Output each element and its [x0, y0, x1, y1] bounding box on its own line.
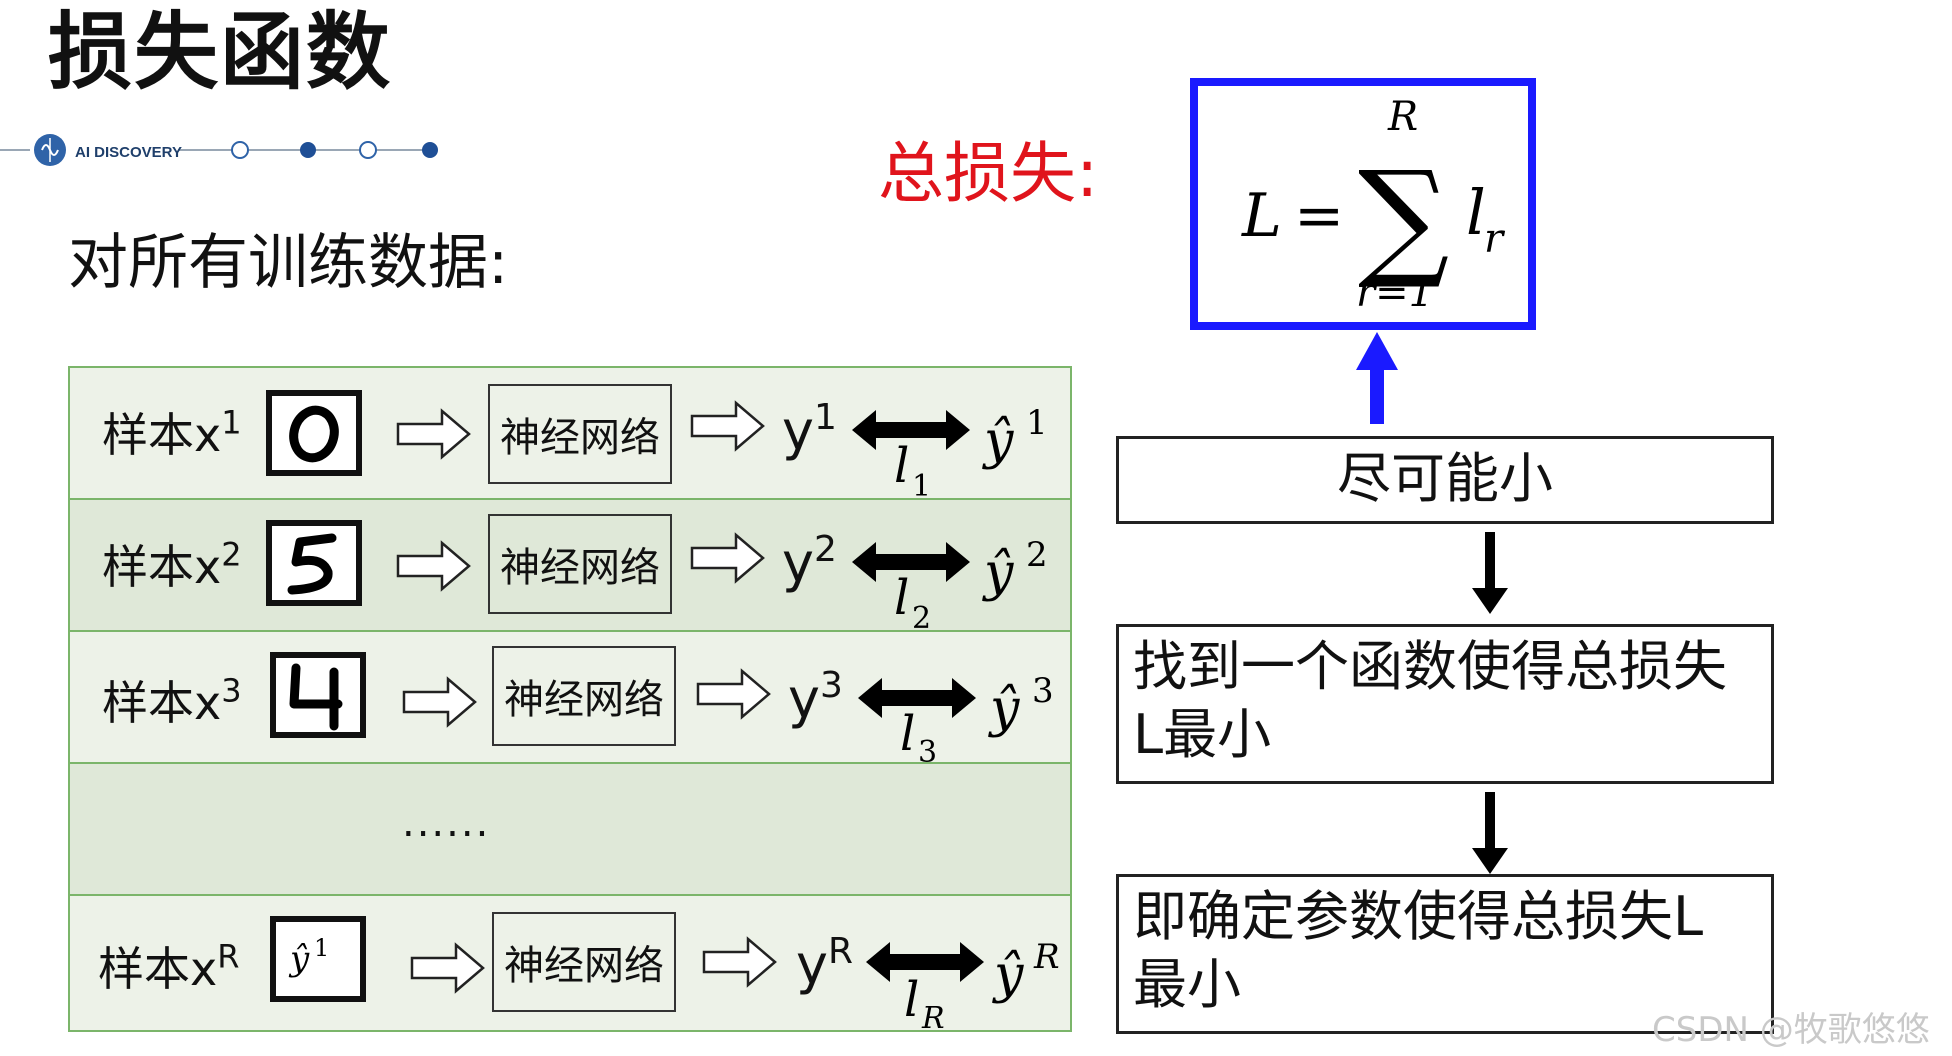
down-arrow-2 [1472, 792, 1508, 874]
hollow-arrow-icon [396, 540, 471, 592]
svg-text:l: l [894, 570, 909, 626]
digit-zero-glyph [289, 405, 339, 463]
hollow-arrow-icon [690, 400, 765, 452]
progress-dot-1 [231, 141, 249, 159]
blue-up-arrow [1356, 332, 1398, 424]
logo-text: AI DISCOVERY [75, 144, 182, 161]
hollow-arrow-icon [402, 676, 477, 728]
sample-label: 样本x1 [102, 403, 242, 462]
sample-label: 样本x2 [102, 535, 242, 594]
svg-text:ŷ: ŷ [288, 939, 310, 979]
svg-text:R: R [921, 1001, 945, 1030]
training-data-table: 样本x1 神经网络 y1 l 1 ŷ 1 样本x2 神经网络 y2 l 2 [68, 366, 1072, 1032]
progress-dot-2 [300, 142, 316, 158]
target-y-hat: ŷ 1 [982, 403, 1048, 471]
loss-double-arrow: l R [866, 942, 984, 1030]
svg-text:1: 1 [314, 934, 329, 962]
step-box-minimize: 尽可能小 [1116, 436, 1774, 524]
ellipsis: ...... [402, 800, 491, 846]
formula-lhs: L [1241, 181, 1282, 251]
formula-eq: = [1294, 181, 1344, 251]
svg-text:l: l [894, 438, 909, 494]
digit-image [270, 652, 366, 738]
total-loss-label: 总损失: [878, 135, 1099, 212]
digit-image: ŷ 1 [270, 916, 366, 1002]
svg-text:ŷ: ŷ [992, 945, 1024, 1005]
sample-label: 样本x3 [102, 671, 242, 730]
svg-text:2: 2 [912, 601, 931, 632]
progress-dot-3 [359, 141, 377, 159]
svg-text:1: 1 [912, 469, 931, 500]
neural-network-box: 神经网络 [492, 912, 676, 1012]
svg-text:l: l [904, 972, 919, 1028]
output-y: y2 [782, 529, 837, 594]
svg-text:l: l [900, 706, 915, 762]
ellipsis-row: ...... [70, 764, 1070, 896]
svg-text:ŷ: ŷ [982, 411, 1014, 471]
loss-double-arrow: l 3 [858, 678, 976, 764]
target-y-hat: ŷ R [992, 937, 1060, 1005]
output-y: yR [796, 931, 853, 996]
neural-network-box: 神经网络 [488, 384, 672, 484]
formula-term: l [1466, 176, 1486, 249]
digit-four-glyph [289, 663, 343, 731]
sample-label: 样本xR [98, 937, 240, 996]
sample-row-3: 样本x3 神经网络 y3 l 3 ŷ 3 [70, 632, 1070, 764]
svg-text:3: 3 [918, 735, 937, 764]
loss-formula: L = ∑ R r=1 l r [1241, 94, 1506, 316]
output-y: y1 [782, 397, 837, 462]
progress-dot-4 [422, 142, 438, 158]
formula-sum: ∑ [1358, 144, 1449, 293]
target-y-hat: ŷ 3 [988, 671, 1054, 739]
digit-image [266, 390, 362, 476]
formula-lower: r=1 [1356, 270, 1434, 316]
sample-row-1: 样本x1 神经网络 y1 l 1 ŷ 1 [70, 368, 1070, 500]
svg-text:ŷ: ŷ [982, 543, 1014, 603]
sample-row-r: 样本xR ŷ 1 神经网络 yR l R ŷ R [70, 896, 1070, 1030]
hollow-arrow-icon [410, 942, 485, 994]
formula-box: L = ∑ R r=1 l r [1190, 78, 1536, 330]
hollow-arrow-icon [396, 408, 471, 460]
step-box-determine-params: 即确定参数使得总损失L最小 [1116, 874, 1774, 1034]
hollow-arrow-icon [702, 936, 777, 988]
svg-text:R: R [1033, 937, 1060, 977]
brain-circle-icon [34, 134, 66, 166]
logo-progress-line [0, 134, 438, 166]
svg-text:1: 1 [1026, 403, 1048, 443]
target-y-hat: ŷ 2 [982, 535, 1048, 603]
down-arrow-1 [1472, 532, 1508, 614]
loss-double-arrow: l 1 [852, 410, 970, 500]
subtitle: 对所有训练数据: [68, 228, 509, 298]
watermark: CSDN @牧歌悠悠 [1652, 1010, 1930, 1050]
digit-five-glyph [287, 533, 337, 595]
svg-text:3: 3 [1032, 671, 1054, 711]
hollow-arrow-icon [690, 532, 765, 584]
formula-upper: R [1387, 94, 1418, 140]
svg-text:ŷ: ŷ [988, 679, 1020, 739]
digit-image [266, 520, 362, 606]
hollow-arrow-icon [696, 668, 771, 720]
svg-text:2: 2 [1026, 535, 1048, 575]
step-box-find-function: 找到一个函数使得总损失L最小 [1116, 624, 1774, 784]
sample-box-label: ŷ 1 [288, 934, 329, 979]
page-title: 损失函数 [48, 3, 393, 101]
output-y: y3 [788, 665, 843, 730]
neural-network-box: 神经网络 [492, 646, 676, 746]
formula-term-sub: r [1484, 216, 1506, 262]
loss-double-arrow: l 2 [852, 542, 970, 632]
neural-network-box: 神经网络 [488, 514, 672, 614]
sample-row-2: 样本x2 神经网络 y2 l 2 ŷ 2 [70, 500, 1070, 632]
